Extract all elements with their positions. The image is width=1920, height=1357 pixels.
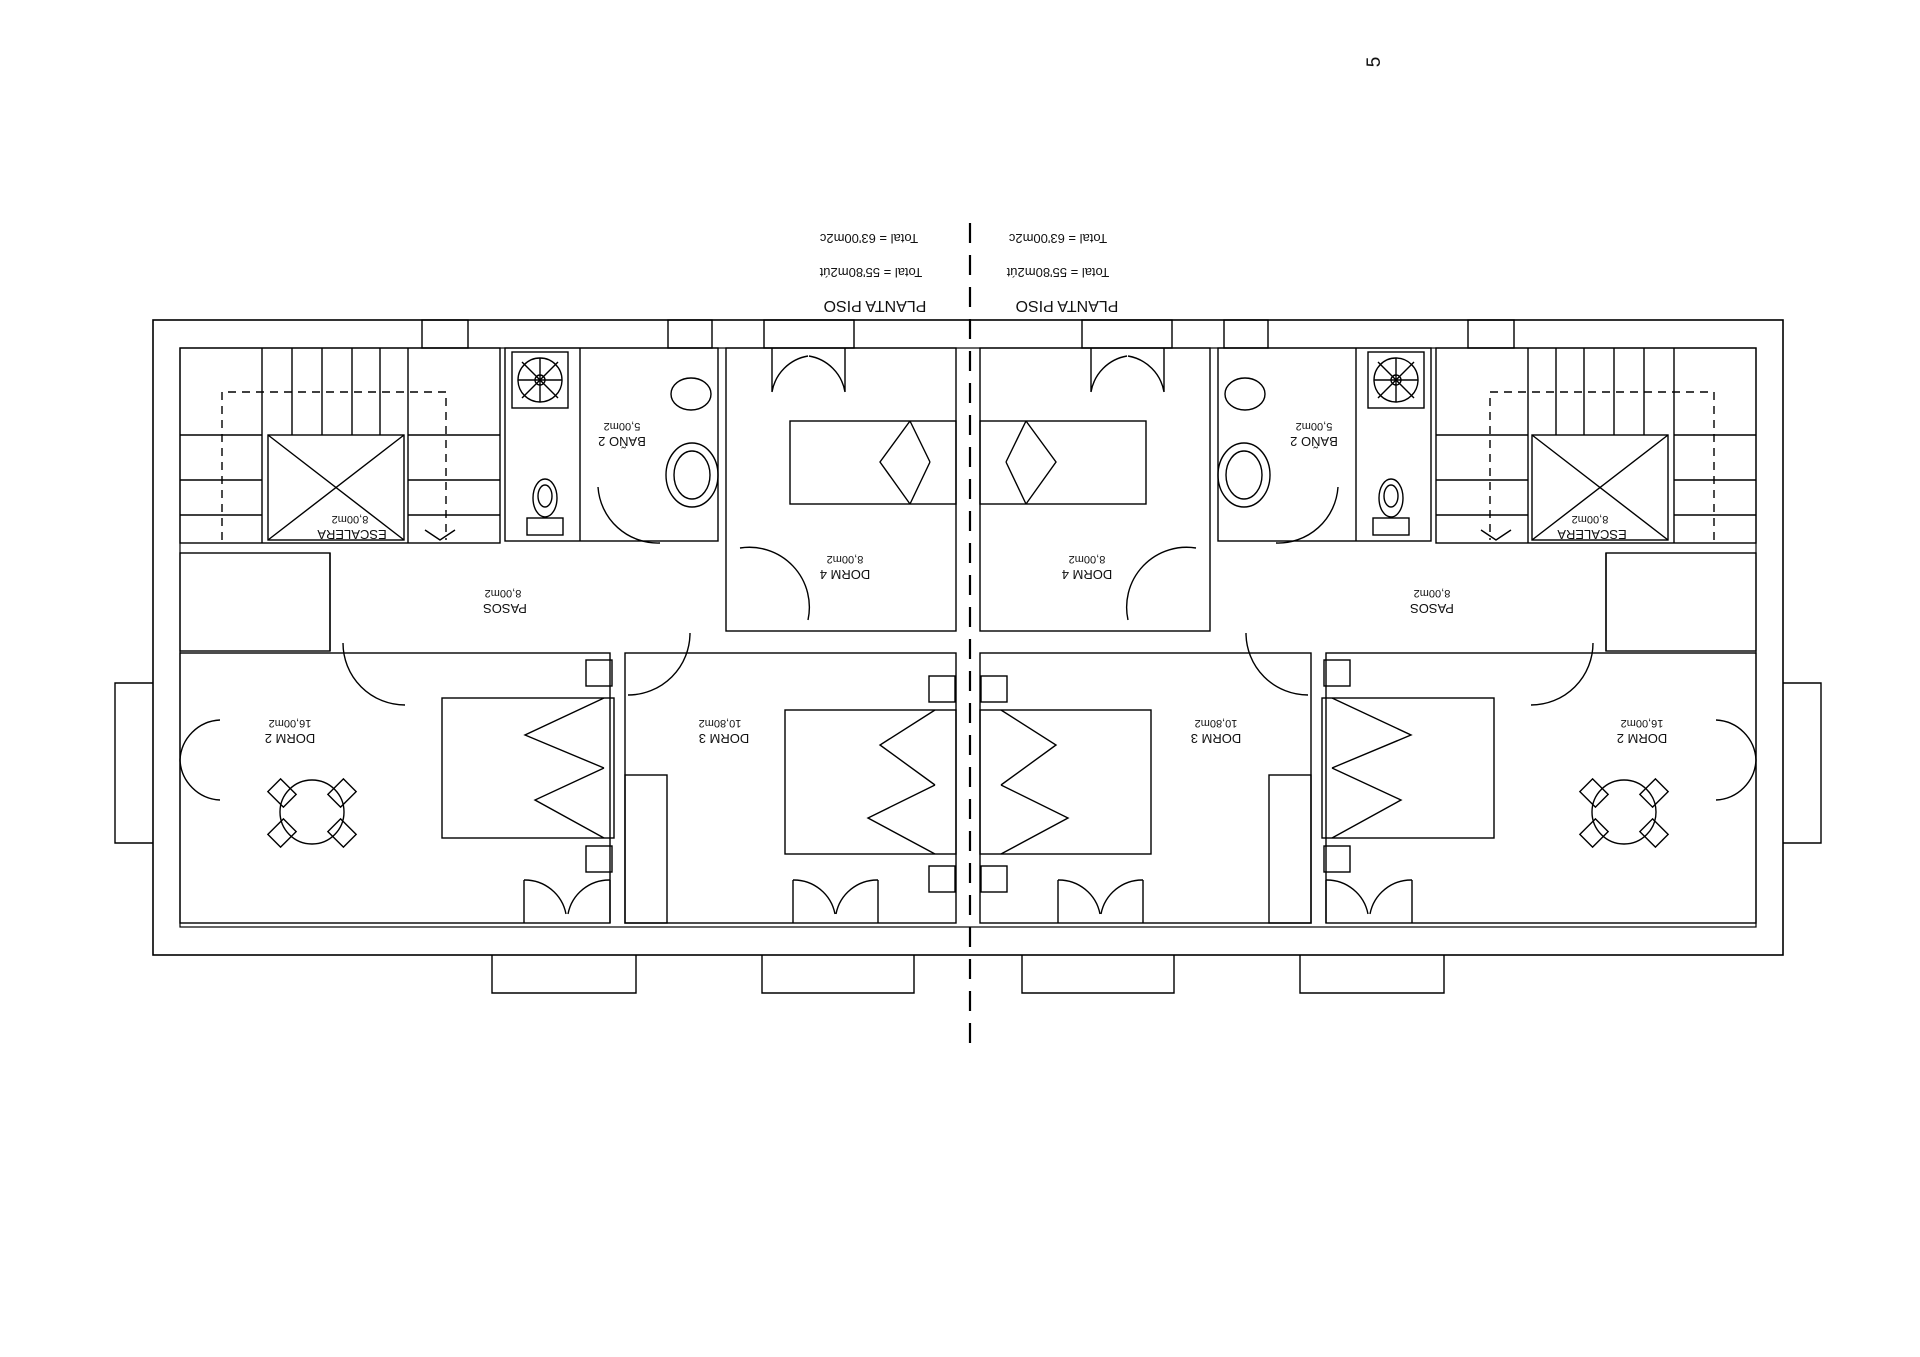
left-dorm3-area: 10,80m2 — [699, 717, 742, 729]
right-dorm3-name: DORM 3 — [1191, 731, 1242, 746]
left-escalera-name: ESCALERA — [317, 527, 387, 542]
right-dorm4-name: DORM 4 — [1062, 567, 1113, 582]
right-pasos-name: PASOS — [1410, 601, 1454, 616]
left-pasos-area: 8,00m2 — [485, 587, 522, 599]
right-bano-name: BAÑO 2 — [1290, 434, 1338, 449]
stair-left — [179, 347, 501, 544]
bathroom-right — [1217, 347, 1432, 544]
left-dorm2-name: DORM 2 — [265, 731, 316, 746]
right-useful-area: Total = 55'80m2út — [1006, 265, 1109, 280]
right-title: PLANTA PISO — [1016, 297, 1119, 314]
bathroom-left — [504, 347, 719, 544]
left-header: PLANTA PISO Total = 55'80m2út Total = 63… — [819, 231, 926, 314]
right-escalera-area: 8,00m2 — [1572, 513, 1609, 525]
right-built-area: Total = 63'00m2c — [1008, 231, 1107, 246]
right-dorm4-area: 8,00m2 — [1069, 553, 1106, 565]
left-useful-area: Total = 55'80m2út — [819, 265, 922, 280]
left-dorm2-area: 16,00m2 — [269, 717, 312, 729]
left-dorm4-area: 8,00m2 — [827, 553, 864, 565]
right-pasos-area: 8,00m2 — [1414, 587, 1451, 599]
left-bano-name: BAÑO 2 — [598, 434, 646, 449]
pasos-right — [1245, 552, 1757, 706]
dorm2-left — [179, 652, 615, 924]
pasos-left — [179, 552, 691, 706]
stair-right — [1435, 347, 1757, 544]
right-bano-area: 5,00m2 — [1296, 420, 1333, 432]
left-escalera-area: 8,00m2 — [332, 513, 369, 525]
left-title: PLANTA PISO — [824, 297, 927, 314]
right-room-labels: ESCALERA 8,00m2 BAÑO 2 5,00m2 DORM 4 8,0… — [1062, 420, 1668, 746]
page-number: 5 — [1364, 57, 1385, 68]
dorm3-right — [979, 652, 1312, 924]
right-dorm2-area: 16,00m2 — [1621, 717, 1664, 729]
left-dorm4-name: DORM 4 — [820, 567, 871, 582]
left-bano-area: 5,00m2 — [604, 420, 641, 432]
right-dorm3-area: 10,80m2 — [1195, 717, 1238, 729]
left-unit — [114, 319, 957, 994]
right-escalera-name: ESCALERA — [1557, 527, 1627, 542]
left-room-labels: ESCALERA 8,00m2 BAÑO 2 5,00m2 DORM 4 8,0… — [265, 420, 871, 746]
left-built-area: Total = 63'00m2c — [819, 231, 918, 246]
dorm4-left — [725, 347, 957, 632]
right-dorm2-name: DORM 2 — [1617, 731, 1668, 746]
right-header: PLANTA PISO Total = 55'80m2út Total = 63… — [1006, 231, 1118, 314]
dorm4-right — [979, 347, 1211, 632]
right-unit — [979, 319, 1822, 994]
dorm2-right — [1321, 652, 1757, 924]
dorm3-left — [624, 652, 957, 924]
left-pasos-name: PASOS — [483, 601, 527, 616]
left-dorm3-name: DORM 3 — [699, 731, 750, 746]
